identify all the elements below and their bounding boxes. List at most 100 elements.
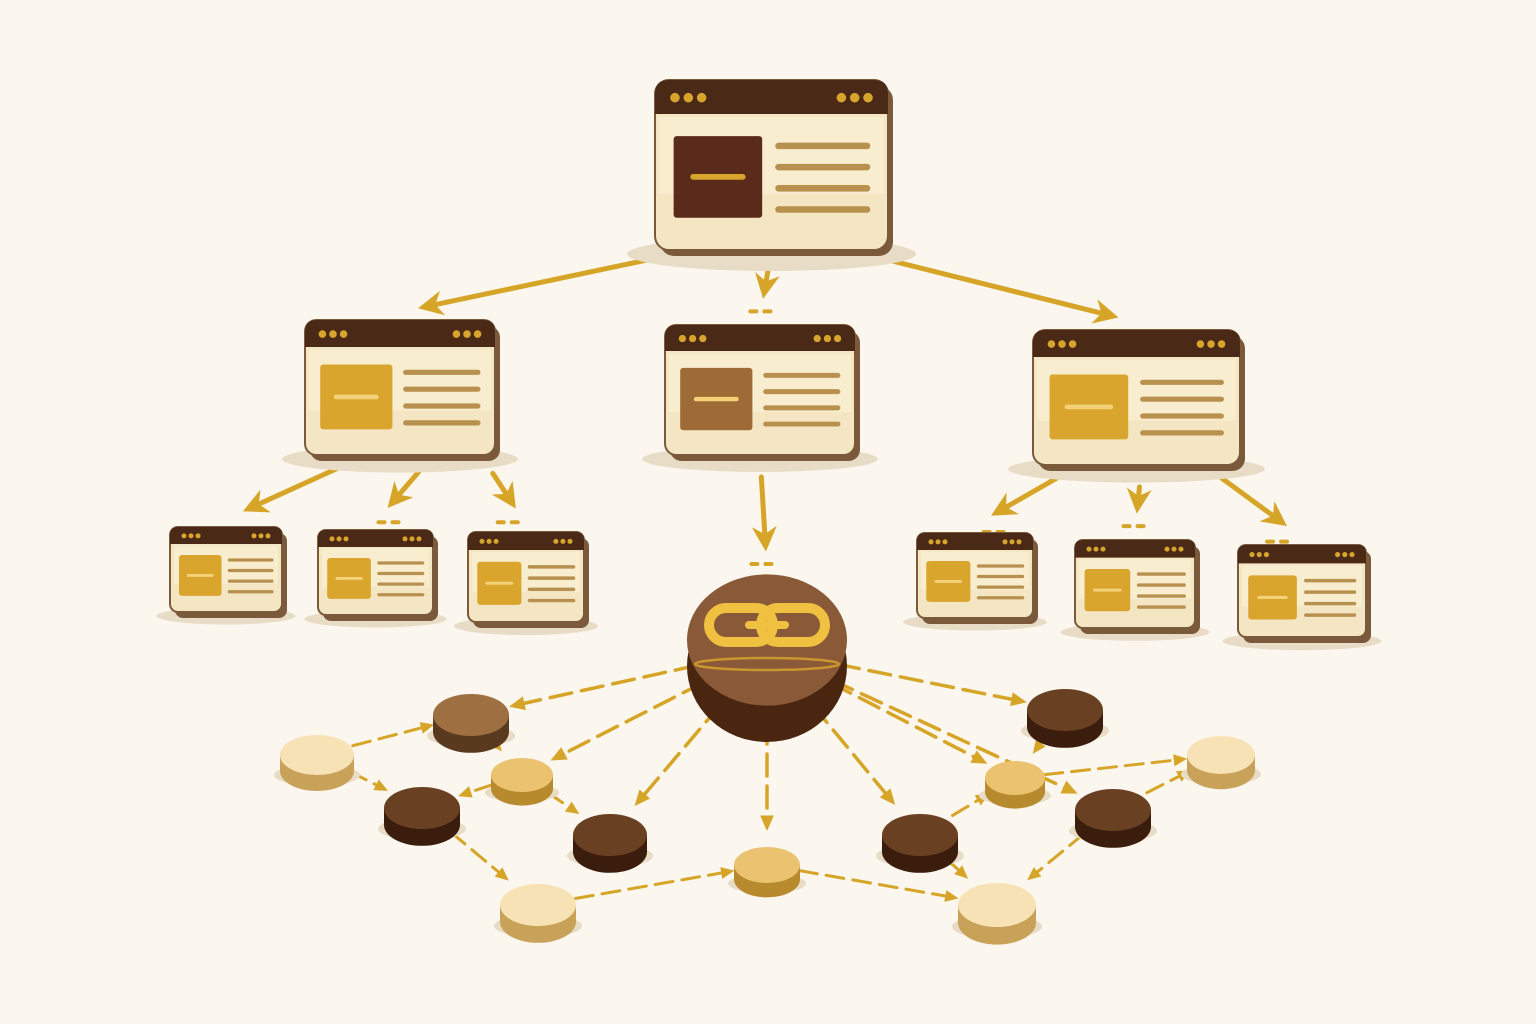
hub-spoke <box>550 680 705 761</box>
node-top <box>280 735 354 775</box>
window-dot-right <box>463 330 471 338</box>
window-dot-right <box>402 536 408 542</box>
window-dot-right <box>1207 340 1215 348</box>
tree-arrow <box>751 474 777 552</box>
window-dot-right <box>1171 546 1177 552</box>
edges <box>233 252 1290 902</box>
window-dot-left <box>339 330 348 338</box>
window-dot-left <box>942 539 948 545</box>
window-dot-right <box>1217 340 1226 348</box>
mesh-edge <box>798 869 959 902</box>
mesh-edge <box>1145 770 1191 795</box>
window-dot-right <box>863 92 873 103</box>
node-top <box>734 847 800 883</box>
window-dot-right <box>251 533 257 539</box>
browser-window-leaf-6 <box>1222 544 1382 651</box>
window-dot-right <box>823 334 832 343</box>
node-top <box>384 787 460 829</box>
window-dot-right <box>1334 551 1341 558</box>
window-dot-right <box>473 330 482 338</box>
window-titlebar <box>655 80 888 114</box>
tree-arrow <box>755 269 780 299</box>
mesh-edge <box>951 793 990 817</box>
window-titlebar <box>917 533 1033 550</box>
window-dot-right <box>1196 340 1205 348</box>
node-top <box>958 883 1036 927</box>
browser-window-root <box>627 79 916 271</box>
window-dot-left <box>696 92 707 103</box>
node-top <box>985 761 1045 795</box>
window-dot-right <box>452 330 461 338</box>
window-dot-left <box>343 536 349 542</box>
window-dot-left <box>1068 340 1077 348</box>
window-dot-right <box>1342 551 1348 558</box>
window-dot-right <box>567 538 573 544</box>
window-dot-right <box>1178 546 1184 552</box>
window-dot-right <box>258 533 264 539</box>
mesh-edge <box>458 783 495 798</box>
network-node-n9 <box>876 814 964 873</box>
window-titlebar <box>170 527 282 544</box>
window-dot-left <box>486 538 492 544</box>
tree-arrow <box>490 470 516 509</box>
window-dot-left <box>493 538 499 544</box>
chain-link-icon <box>704 603 830 647</box>
window-dot-left <box>329 330 337 338</box>
window-titlebar <box>1075 540 1195 558</box>
window-titlebar <box>665 325 855 351</box>
browser-window-leaf-2 <box>304 529 447 628</box>
node-top <box>433 694 509 736</box>
window-dot-left <box>699 334 707 343</box>
tree-arrow <box>867 252 1119 324</box>
window-dot-right <box>416 536 422 542</box>
window-titlebar <box>1033 330 1240 357</box>
hub-rim <box>693 656 841 672</box>
node-top <box>1187 736 1255 774</box>
window-dot-left <box>336 536 342 542</box>
hub-spoke <box>811 703 896 805</box>
tree-arrow <box>1219 475 1288 527</box>
network-node-n5 <box>567 814 653 873</box>
network-node-n3 <box>485 758 559 806</box>
network-node-n6 <box>494 884 582 943</box>
mesh-edge <box>351 722 435 748</box>
network-node-n7 <box>728 847 806 898</box>
window-dot-right <box>849 92 860 103</box>
hub-spoke <box>634 703 723 807</box>
window-dot-left <box>1058 340 1066 348</box>
window-dot-left <box>188 533 194 539</box>
tree-arrow <box>1126 484 1152 514</box>
window-dot-right <box>833 334 842 343</box>
node-top <box>500 884 576 926</box>
window-dot-left <box>318 330 327 338</box>
mesh-edge <box>449 830 509 881</box>
network-node-n11 <box>1069 789 1157 848</box>
window-dot-left <box>1093 546 1099 552</box>
network-node-n13 <box>1181 736 1261 790</box>
window-dot-left <box>1047 340 1056 348</box>
window-titlebar <box>318 530 433 547</box>
window-dot-left <box>935 539 941 545</box>
node-top <box>573 814 647 856</box>
browser-window-child-right <box>1008 329 1265 483</box>
window-dot-right <box>265 533 271 539</box>
tree-arrow <box>242 461 350 513</box>
node-top <box>882 814 958 856</box>
hub-spoke <box>830 678 1078 794</box>
tree-arrow <box>418 252 676 316</box>
node-top <box>491 758 553 792</box>
window-dot-left <box>1086 546 1092 552</box>
window-dot-left <box>670 92 680 103</box>
network-node-n8 <box>1021 689 1109 748</box>
window-titlebar <box>468 532 584 550</box>
node-top <box>1075 789 1151 831</box>
network-node-n2 <box>427 694 515 753</box>
mesh-edge <box>573 867 735 900</box>
window-dot-left <box>181 533 187 539</box>
window-dot-left <box>1256 551 1262 558</box>
window-dot-right <box>1009 539 1015 545</box>
network-node-n1 <box>274 735 360 791</box>
browser-window-leaf-4 <box>903 532 1047 631</box>
mesh-edge <box>1027 832 1086 881</box>
